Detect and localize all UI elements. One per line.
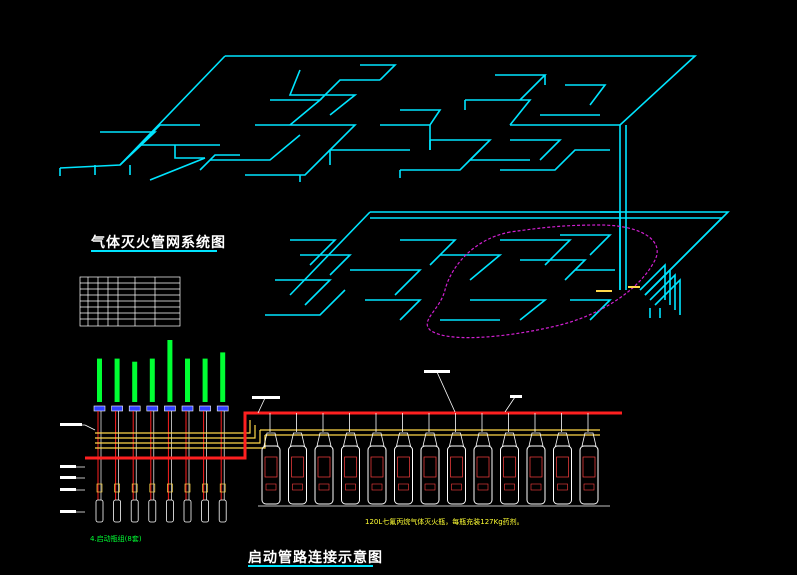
cylinder-label-plate bbox=[503, 456, 516, 478]
agent-cylinder bbox=[526, 445, 546, 505]
cylinder-tag bbox=[424, 483, 436, 491]
cylinder-label-plate bbox=[264, 456, 278, 478]
cylinder-label-plate bbox=[344, 456, 357, 478]
start-valve bbox=[164, 405, 176, 412]
cylinder-label-plate bbox=[450, 456, 463, 478]
start-valve bbox=[128, 405, 141, 412]
cylinder-label-plate bbox=[291, 456, 304, 478]
activation-bar bbox=[185, 358, 190, 402]
agent-cylinder bbox=[314, 445, 334, 505]
start-bottle bbox=[148, 499, 157, 523]
cylinder-tag bbox=[371, 483, 383, 491]
callout-tags bbox=[60, 370, 522, 513]
startup-diagram-title-underline bbox=[248, 565, 373, 567]
cylinder-tag bbox=[451, 483, 462, 491]
start-pipes bbox=[95, 420, 600, 449]
cylinder-label-plate bbox=[423, 456, 437, 478]
manifold-pipe bbox=[85, 411, 622, 460]
start-bottle-valve bbox=[184, 483, 191, 493]
cylinder-tag bbox=[504, 483, 515, 491]
cylinder-tag bbox=[265, 483, 277, 491]
start-bottle-valve bbox=[167, 483, 173, 493]
agent-cylinder bbox=[367, 445, 387, 505]
start-bottle-valve bbox=[96, 483, 103, 493]
cylinder-label-plate bbox=[529, 456, 543, 478]
agent-cylinder-group bbox=[258, 413, 610, 507]
start-valve bbox=[199, 405, 211, 412]
start-bottle-group bbox=[93, 405, 229, 523]
start-bottle-valve bbox=[131, 483, 138, 493]
start-bottle bbox=[113, 499, 121, 523]
cylinder-label-plate bbox=[556, 456, 569, 478]
cylinder-tag bbox=[345, 483, 356, 491]
lower-pipe-network bbox=[265, 211, 730, 321]
agent-cylinder bbox=[341, 445, 360, 505]
start-bottle bbox=[95, 499, 104, 523]
start-bottle bbox=[130, 499, 139, 523]
cylinder-tag bbox=[583, 483, 595, 491]
start-valve bbox=[216, 405, 229, 412]
start-valve bbox=[146, 405, 159, 412]
start-bottle bbox=[201, 499, 210, 523]
activation-bar bbox=[97, 358, 102, 402]
cylinder-label-plate bbox=[370, 456, 384, 478]
protection-zone-boundary bbox=[426, 224, 658, 339]
cylinder-tag bbox=[557, 483, 568, 491]
start-bottle bbox=[183, 499, 192, 523]
start-valve bbox=[181, 405, 194, 412]
agent-cylinder bbox=[553, 445, 572, 505]
system-diagram-title-underline bbox=[91, 250, 217, 252]
cylinder-tag bbox=[398, 483, 409, 491]
activation-bar bbox=[220, 352, 226, 402]
upper-pipe-network bbox=[59, 55, 698, 290]
material-table bbox=[79, 276, 181, 327]
start-bottle-valve bbox=[114, 483, 120, 493]
system-diagram-title: 气体灭火管网系统图 bbox=[91, 235, 226, 251]
callout-labels bbox=[60, 371, 522, 513]
activation-bar bbox=[149, 358, 155, 402]
agent-cylinder bbox=[500, 445, 519, 505]
agent-cylinder bbox=[261, 445, 281, 505]
cylinder-label-plate bbox=[397, 456, 410, 478]
activation-bar bbox=[202, 358, 208, 402]
cylinder-spec-note: 120L七氟丙烷气体灭火瓶，每瓶充装127Kg药剂。 bbox=[365, 518, 524, 526]
cylinder-label-plate bbox=[317, 456, 331, 478]
agent-cylinder bbox=[420, 445, 440, 505]
cylinder-tag bbox=[292, 483, 303, 491]
activation-bar bbox=[114, 358, 120, 402]
cylinder-label-plate bbox=[582, 456, 596, 478]
start-bottle bbox=[165, 499, 174, 523]
start-valve bbox=[93, 405, 106, 412]
startup-diagram-title: 启动管路连接示意图 bbox=[248, 550, 383, 566]
cylinder-label-plate bbox=[476, 456, 490, 478]
activation-bar bbox=[167, 340, 173, 402]
start-bottle-valve bbox=[149, 483, 156, 493]
cylinder-tag bbox=[477, 483, 489, 491]
start-bottle-valve bbox=[202, 483, 208, 493]
cylinder-tag bbox=[530, 483, 542, 491]
agent-cylinder bbox=[473, 445, 493, 505]
start-bottle-group-label: 4.启动瓶组(8套) bbox=[90, 535, 142, 543]
agent-cylinder bbox=[447, 445, 466, 505]
agent-cylinder bbox=[288, 445, 307, 505]
activation-bars bbox=[97, 340, 226, 402]
start-bottle bbox=[218, 499, 227, 523]
start-valve bbox=[111, 405, 123, 412]
start-bottle-valve bbox=[219, 483, 226, 493]
agent-cylinder bbox=[394, 445, 413, 505]
agent-cylinder bbox=[579, 445, 599, 505]
activation-bar bbox=[132, 361, 138, 402]
cylinder-tag bbox=[318, 483, 330, 491]
